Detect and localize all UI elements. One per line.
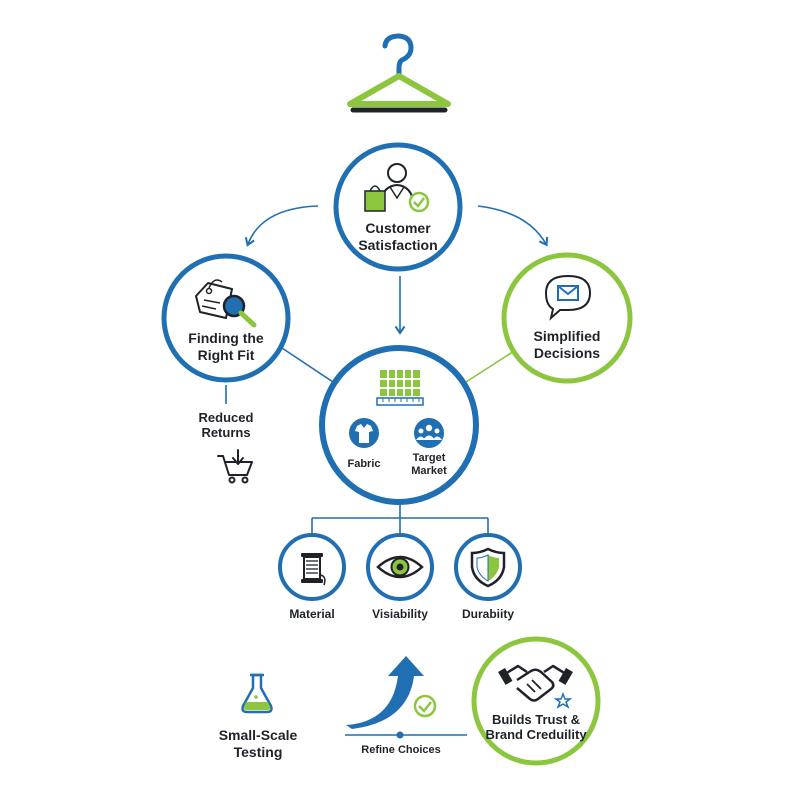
label-line: Reduced — [198, 410, 254, 425]
label-line: Durabiity — [461, 607, 514, 621]
node-finding-fit — [161, 253, 291, 383]
thread-spool-icon — [301, 553, 326, 586]
label-line: Brand Creduility — [485, 727, 587, 743]
attribute-material — [278, 533, 346, 601]
handshake-icon — [498, 664, 573, 709]
node-center — [319, 345, 479, 505]
attribute-durability — [454, 533, 522, 601]
growth-arrow-icon — [346, 656, 437, 729]
shirt-icon — [349, 418, 379, 448]
people-group-icon — [414, 418, 444, 448]
tag-magnifier-icon — [195, 279, 257, 328]
arrow-to-finding-fit — [244, 205, 319, 247]
label-line: Decisions — [533, 344, 601, 361]
flask-icon — [241, 673, 273, 714]
label-refine-choices: Refine Choices — [345, 744, 457, 757]
label-fabric: Fabric — [339, 458, 389, 471]
label-line: Refine Choices — [361, 744, 441, 756]
label-line: Material — [289, 607, 335, 621]
label-customer-satisfaction: Customer Satisfaction — [338, 220, 458, 253]
refine-dot — [396, 731, 404, 739]
label-line: Target — [412, 452, 446, 464]
shield-icon — [470, 547, 506, 588]
label-durabiity: Durabiity — [443, 607, 533, 621]
label-builds-trust: Builds Trust & Brand Creduility — [476, 712, 596, 743]
eye-icon — [376, 555, 424, 579]
fabric-swatch-icon — [376, 370, 424, 406]
label-line: Small-Scale — [218, 727, 298, 743]
message-bubble-icon — [544, 274, 592, 321]
cart-return-icon — [217, 449, 253, 484]
label-line: Simplified — [533, 328, 601, 344]
label-line: Finding the — [188, 330, 264, 346]
label-line: Customer — [365, 220, 431, 236]
label-line: Satisfaction — [358, 236, 438, 253]
arrow-to-simplified-decisions — [477, 205, 549, 247]
label-line: Visiability — [372, 607, 428, 621]
customer-shopping-icon — [364, 163, 430, 213]
hanger-question-icon — [347, 33, 451, 113]
label-target-market: Target Market — [399, 452, 459, 478]
label-visiability: Visiability — [355, 607, 445, 621]
line-finding-to-center — [281, 347, 337, 385]
node-builds-trust — [471, 636, 601, 766]
label-line: Builds Trust & — [491, 712, 581, 727]
attribute-visibility — [366, 533, 434, 601]
label-small-scale-testing: Small-Scale Testing — [208, 727, 308, 760]
label-finding-fit: Finding the Right Fit — [166, 330, 286, 363]
label-line: Testing — [233, 743, 283, 760]
node-customer-satisfaction — [333, 142, 463, 272]
label-line: Right Fit — [197, 346, 255, 363]
label-line: Fabric — [347, 458, 381, 470]
node-simplified-decisions — [501, 252, 633, 384]
label-reduced-returns: Reduced Returns — [181, 410, 271, 441]
label-simplified-decisions: Simplified Decisions — [507, 328, 627, 361]
label-line: Returns — [201, 425, 251, 441]
label-material: Material — [267, 607, 357, 621]
label-line: Market — [411, 464, 447, 477]
